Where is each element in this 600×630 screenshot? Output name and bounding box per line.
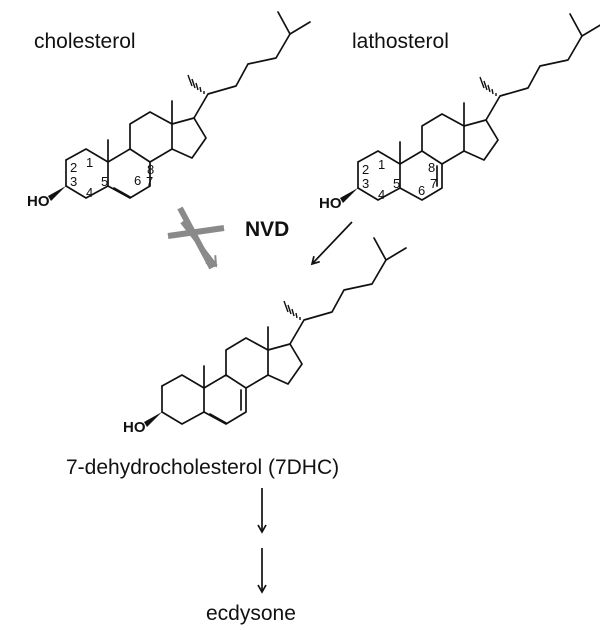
ring-number: 5 [101, 174, 108, 189]
hydroxyl-label: HO [27, 193, 50, 210]
cholesterol-label: cholesterol [34, 30, 136, 53]
ring-number: 4 [86, 185, 93, 200]
ring-number: 8 [428, 160, 435, 175]
ring-number: 4 [378, 187, 385, 202]
ring-number: 2 [362, 162, 369, 177]
ring-number: 6 [134, 173, 141, 188]
ring-number: 2 [70, 160, 77, 175]
ring-number: 3 [362, 176, 369, 191]
ring-number: 8 [147, 162, 154, 177]
hydroxyl-label: HO [319, 195, 342, 212]
reaction-arrow-icon [310, 221, 353, 266]
ring-number: 7 [430, 176, 437, 191]
cholesterol-structure: HO 1 2 3 4 5 6 7 8 [27, 11, 311, 210]
blocked-arrow-icon [167, 206, 225, 270]
ecdysone-label: ecdysone [206, 602, 296, 625]
ring-number: 1 [378, 157, 385, 172]
product-label: 7-dehydrocholesterol (7DHC) [66, 456, 339, 479]
hydroxyl-label: HO [123, 419, 146, 436]
ring-number: 6 [418, 183, 425, 198]
lathosterol-structure: HO 1 2 3 4 5 6 7 8 [319, 13, 600, 212]
ring-number: 7 [146, 174, 153, 189]
ring-number: 1 [86, 155, 93, 170]
ring-number: 5 [393, 176, 400, 191]
7dhc-structure: HO [123, 237, 407, 436]
enzyme-label: NVD [245, 218, 289, 241]
ring-number: 3 [70, 174, 77, 189]
lathosterol-label: lathosterol [352, 30, 449, 53]
